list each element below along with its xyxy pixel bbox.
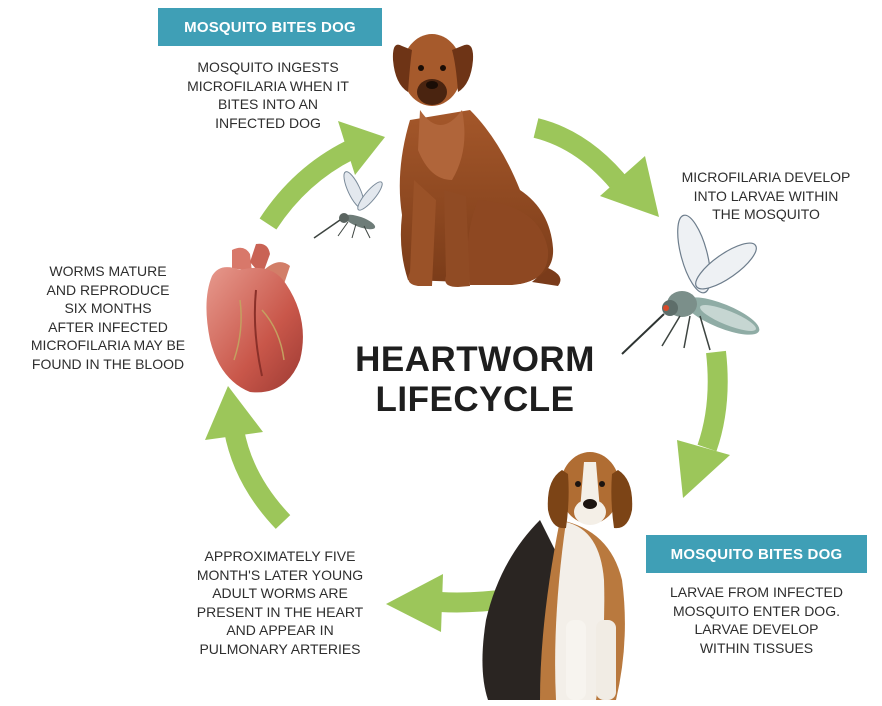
caption-bottom-right-line: LARVAE DEVELOP	[646, 620, 867, 639]
caption-right-line: MICROFILARIA DEVELOP	[660, 168, 872, 187]
caption-top: MOSQUITO INGESTS MICROFILARIA WHEN IT BI…	[152, 58, 384, 132]
caption-left-line: MICROFILARIA MAY BE	[4, 336, 212, 355]
brown-dog-illustration	[393, 34, 561, 287]
caption-right: MICROFILARIA DEVELOP INTO LARVAE WITHIN …	[660, 168, 872, 224]
caption-left: WORMS MATURE AND REPRODUCE SIX MONTHS AF…	[4, 262, 212, 373]
caption-top-line: MOSQUITO INGESTS	[152, 58, 384, 77]
caption-bottom-left: APPROXIMATELY FIVE MONTH'S LATER YOUNG A…	[168, 547, 392, 658]
title-line-1: HEARTWORM	[300, 340, 650, 380]
caption-right-line: INTO LARVAE WITHIN	[660, 187, 872, 206]
caption-left-line: AFTER INFECTED	[4, 318, 212, 337]
caption-left-line: WORMS MATURE	[4, 262, 212, 281]
caption-bottom-right-line: MOSQUITO ENTER DOG.	[646, 602, 867, 621]
badge-bottom-mosquito-bites-dog: MOSQUITO BITES DOG	[646, 535, 867, 573]
caption-left-line: AND REPRODUCE	[4, 281, 212, 300]
caption-bottom-right-line: WITHIN TISSUES	[646, 639, 867, 658]
caption-top-line: MICROFILARIA WHEN IT	[152, 77, 384, 96]
caption-top-line: INFECTED DOG	[152, 114, 384, 133]
caption-bottom-right-line: LARVAE FROM INFECTED	[646, 583, 867, 602]
heart-illustration	[206, 244, 302, 393]
arrow-top-left	[268, 121, 385, 224]
caption-left-line: SIX MONTHS	[4, 299, 212, 318]
caption-bottom-right: LARVAE FROM INFECTED MOSQUITO ENTER DOG.…	[646, 583, 867, 657]
diagram-title: HEARTWORM LIFECYCLE	[300, 340, 650, 420]
mosquito-small-icon	[314, 169, 385, 238]
caption-bottom-left-line: MONTH'S LATER YOUNG	[168, 566, 392, 585]
caption-top-line: BITES INTO AN	[152, 95, 384, 114]
caption-bottom-left-line: AND APPEAR IN	[168, 621, 392, 640]
beagle-illustration	[482, 452, 632, 700]
caption-bottom-left-line: APPROXIMATELY FIVE	[168, 547, 392, 566]
arrow-top-right	[536, 128, 659, 217]
caption-bottom-left-line: PRESENT IN THE HEART	[168, 603, 392, 622]
badge-top-mosquito-bites-dog: MOSQUITO BITES DOG	[158, 8, 382, 46]
title-line-2: LIFECYCLE	[300, 380, 650, 420]
arrow-left-up	[205, 386, 283, 522]
caption-bottom-left-line: PULMONARY ARTERIES	[168, 640, 392, 659]
mosquito-large-icon	[622, 212, 764, 354]
arrow-right-down	[677, 352, 730, 498]
caption-bottom-left-line: ADULT WORMS ARE	[168, 584, 392, 603]
caption-right-line: THE MOSQUITO	[660, 205, 872, 224]
caption-left-line: FOUND IN THE BLOOD	[4, 355, 212, 374]
